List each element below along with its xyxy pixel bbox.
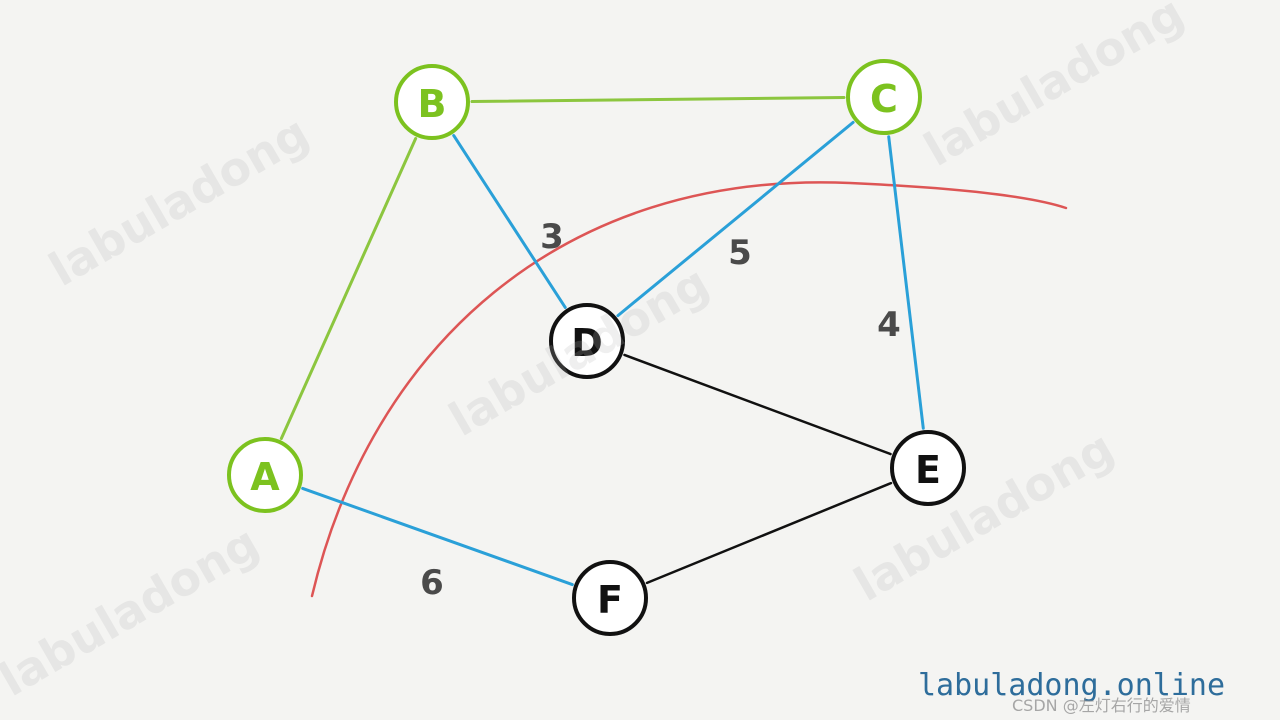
node-f: F (572, 560, 648, 636)
edge-weight-label: 3 (540, 217, 564, 257)
node-label: D (571, 321, 603, 365)
node-layer: A B C D E F (227, 59, 966, 636)
edge-c-e (887, 135, 925, 430)
edge-weight-label: 5 (728, 233, 752, 273)
node-label: A (250, 455, 280, 499)
node-circle (890, 430, 966, 506)
node-c: C (846, 59, 922, 135)
edge-weight-label: 6 (420, 563, 444, 603)
edge-f-e (645, 481, 893, 585)
weight-layer: 3 5 4 6 (420, 217, 901, 603)
edge-b-c (470, 95, 846, 104)
edge-c-d (616, 120, 855, 318)
node-e: E (890, 430, 966, 506)
node-label: B (418, 82, 447, 126)
edge-d-e (623, 353, 892, 456)
edge-b-d (452, 134, 567, 309)
node-label: C (870, 77, 898, 121)
edge-a-f (301, 486, 574, 587)
node-circle (394, 64, 470, 140)
node-label: E (915, 448, 941, 492)
credit-label: CSDN @左灯右行的爱情 (1012, 696, 1191, 715)
node-a: A (227, 437, 303, 513)
node-circle (549, 303, 625, 379)
node-circle (227, 437, 303, 513)
edge-weight-label: 4 (877, 305, 901, 345)
node-circle (846, 59, 922, 135)
cut-layer (310, 181, 1068, 598)
node-circle (572, 560, 648, 636)
site-label: labuladong.online (918, 668, 1226, 703)
node-label: F (597, 578, 623, 622)
node-d: D (549, 303, 625, 379)
cut-line (310, 181, 1068, 598)
edge-a-b (279, 137, 418, 440)
edge-layer (279, 95, 925, 587)
node-b: B (394, 64, 470, 140)
